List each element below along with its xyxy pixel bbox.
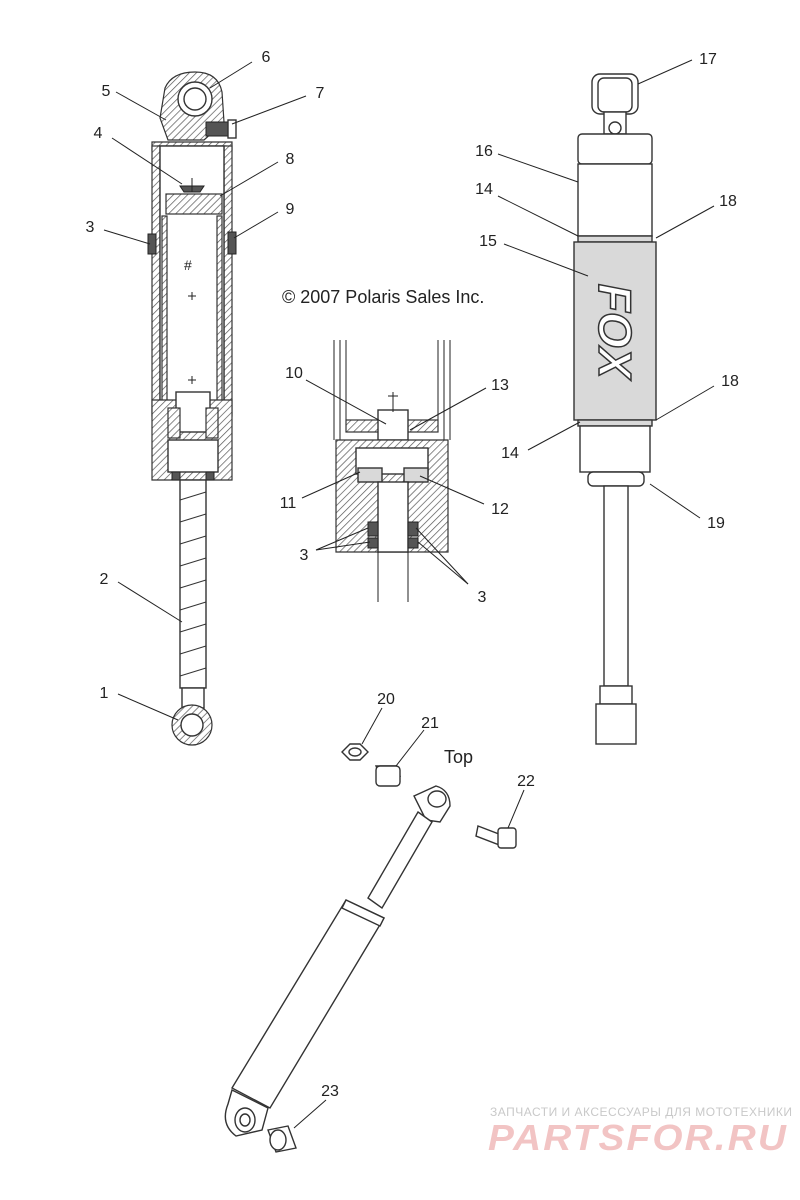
watermark-site: PARTSFOR.RU [488,1117,788,1158]
callout-labels: 1 2 3 3 3 4 5 6 7 8 9 10 11 12 13 14 14 … [86,49,739,1100]
callout-17: 17 [699,51,717,68]
callout-20: 20 [377,691,395,708]
callout-8: 8 [286,151,295,168]
callout-22: 22 [517,773,535,790]
hardware-parts [267,743,517,1153]
callout-5: 5 [102,83,111,100]
callout-1: 1 [100,685,109,702]
callout-19: 19 [707,515,725,532]
callout-14: 14 [475,181,493,198]
callout-10: 10 [285,365,303,382]
piston-detail-section [333,340,451,602]
fox-brand-marking: FOX [589,284,641,381]
callout-6: 6 [262,49,271,66]
callout-3: 3 [478,589,487,606]
copyright-notice: © 2007 Polaris Sales Inc. [282,287,484,307]
watermark: ЗАПЧАСТИ И АКСЕССУАРЫ ДЛЯ МОТОТЕХНИКИ PA… [488,1105,792,1158]
callout-12: 12 [491,501,509,518]
callout-9: 9 [286,201,295,218]
callout-3: 3 [300,547,309,564]
watermark-tagline: ЗАПЧАСТИ И АКСЕССУАРЫ ДЛЯ МОТОТЕХНИКИ [490,1105,792,1119]
callout-21: 21 [421,715,439,732]
left-shock-cross-section: # [147,71,237,746]
callout-7: 7 [316,85,325,102]
callout-14: 14 [501,445,519,462]
callout-18: 18 [719,193,737,210]
callout-3: 3 [86,219,95,236]
callout-16: 16 [475,143,493,160]
svg-text:#: # [184,257,192,273]
callout-4: 4 [94,125,103,142]
orientation-label-top: Top [444,747,473,767]
callout-2: 2 [100,571,109,588]
installed-shock-view [224,785,451,1137]
callout-11: 11 [280,495,297,512]
callout-23: 23 [321,1083,339,1100]
right-shock-exterior: FOX [573,73,657,745]
callout-18: 18 [721,373,739,390]
leader-lines [103,59,715,1129]
callout-15: 15 [479,233,497,250]
callout-13: 13 [491,377,509,394]
